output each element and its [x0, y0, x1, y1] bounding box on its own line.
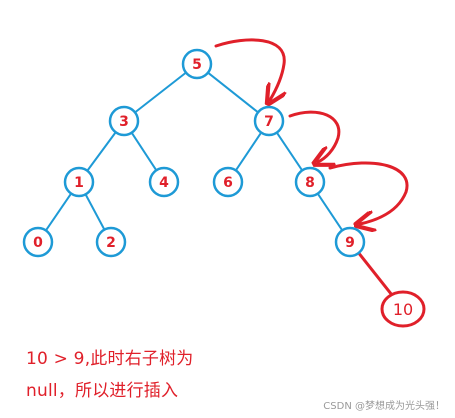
watermark: CSDN @梦想成为光头强！: [323, 401, 445, 412]
node-label: 8: [305, 175, 315, 191]
tree-edge: [275, 132, 304, 171]
tree-node-8: 8: [294, 166, 326, 198]
tree-node-5: 5: [181, 48, 213, 80]
node-label: 0: [33, 235, 43, 251]
insertion-path-arrows: [214, 38, 409, 224]
tree-node-1: 1: [63, 166, 95, 198]
node-label: 7: [264, 114, 274, 130]
tree-edge: [134, 71, 187, 114]
insert-edge: [357, 252, 393, 296]
node-circle: [181, 48, 213, 80]
path-arrow: [288, 110, 341, 162]
tree-edge: [45, 192, 72, 232]
node-circle: [212, 166, 244, 198]
caption-line-1: 10 > 9,此时右子树为: [26, 349, 194, 369]
tree-edge: [234, 132, 263, 171]
inserted-node: 10: [380, 290, 426, 328]
tree-edge: [316, 193, 344, 231]
node-label: 4: [159, 175, 169, 191]
tree-node-4: 4: [148, 166, 180, 198]
tree-edge: [84, 193, 106, 231]
tree-node-2: 2: [95, 226, 127, 258]
node-circle: [108, 105, 140, 137]
tree-edge: [207, 71, 259, 114]
node-circle: [95, 226, 127, 258]
tree-node-3: 3: [108, 105, 140, 137]
path-arrow: [214, 38, 284, 100]
path-arrow: [328, 161, 409, 224]
inserted-node-label: 10: [393, 300, 413, 319]
node-circle: [63, 166, 95, 198]
tree-node-7: 7: [253, 105, 285, 137]
tree-edge: [86, 131, 117, 172]
node-circle: [294, 166, 326, 198]
tree-edge: [130, 132, 158, 171]
inserted-node-circle: [380, 290, 426, 328]
node-label: 9: [345, 235, 355, 251]
tree-node-6: 6: [212, 166, 244, 198]
node-label: 1: [74, 175, 84, 191]
caption-line-2: null，所以进行插入: [26, 381, 179, 401]
node-circle: [253, 105, 285, 137]
node-circle: [22, 226, 54, 258]
tree-node-0: 0: [22, 226, 54, 258]
node-label: 6: [223, 175, 233, 191]
node-label: 5: [192, 57, 202, 73]
node-label: 2: [106, 235, 116, 251]
node-label: 3: [119, 114, 129, 130]
tree-node-9: 9: [334, 226, 366, 258]
node-circle: [148, 166, 180, 198]
node-circle: [334, 226, 366, 258]
